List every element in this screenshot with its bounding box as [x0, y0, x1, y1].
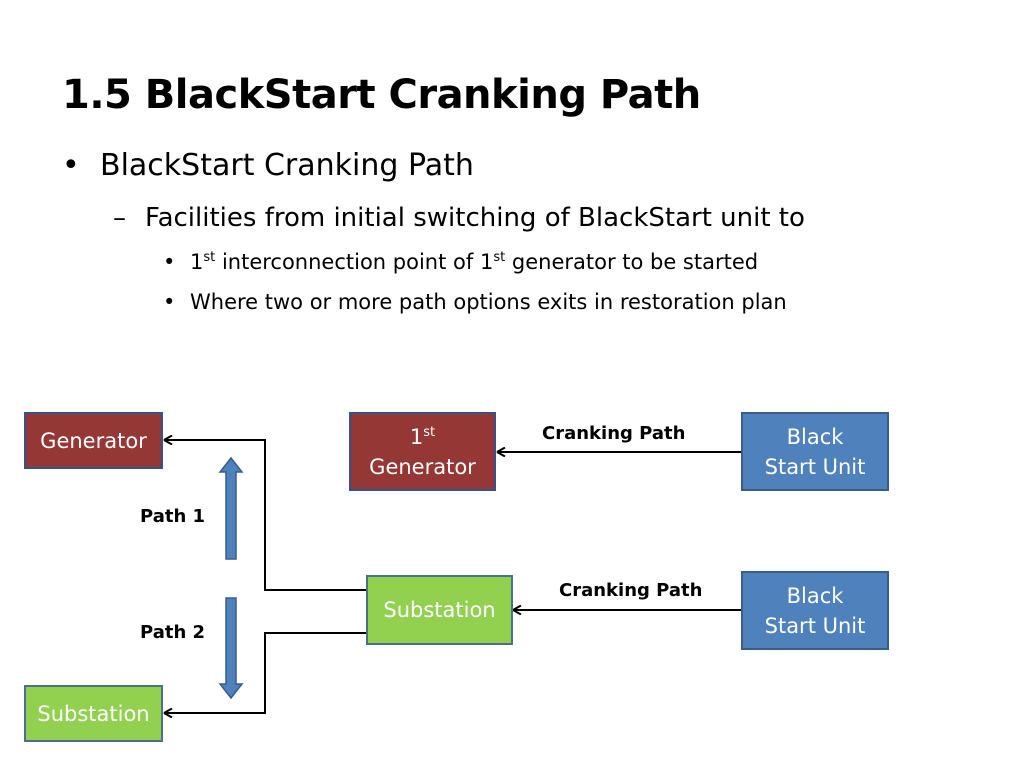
- bullet-dash: –: [113, 203, 126, 233]
- cranking-path-top-label: Cranking Path: [542, 423, 686, 444]
- path1-label: Path 1: [140, 506, 206, 527]
- bullet-text: Where two or more path options exits in …: [190, 290, 787, 314]
- black-start-unit-top-box: Black Start Unit: [741, 412, 889, 491]
- bullet-text: 1st interconnection point of 1st generat…: [190, 250, 759, 274]
- bullet-dot: •: [62, 148, 80, 183]
- black-start-unit-bottom-box: Black Start Unit: [741, 571, 889, 650]
- path2-down-arrow: [218, 597, 244, 700]
- bullet-level3-item: • Where two or more path options exits in…: [163, 290, 787, 314]
- substation-bottom-box: Substation: [24, 685, 163, 742]
- cranking-path-bottom-label: Cranking Path: [559, 580, 703, 601]
- bullet-dot: •: [163, 290, 176, 314]
- path2-connector: [164, 632, 367, 713]
- path1-up-arrow: [218, 456, 244, 560]
- bullet-level2-text: Facilities from initial switching of Bla…: [145, 203, 805, 233]
- slide-title: 1.5 BlackStart Cranking Path: [62, 72, 701, 118]
- path2-label: Path 2: [140, 622, 206, 643]
- generator-box: Generator: [24, 412, 163, 469]
- bullet-level3-item: • 1st interconnection point of 1st genera…: [163, 250, 758, 274]
- substation-mid-box: Substation: [366, 575, 513, 645]
- bullet-dot: •: [163, 250, 176, 274]
- bullet-level1: • BlackStart Cranking Path: [62, 148, 474, 183]
- bullet-level2: –Facilities from initial switching of Bl…: [113, 203, 805, 233]
- bullet-level1-text: BlackStart Cranking Path: [100, 148, 474, 183]
- path1-connector: [164, 440, 367, 591]
